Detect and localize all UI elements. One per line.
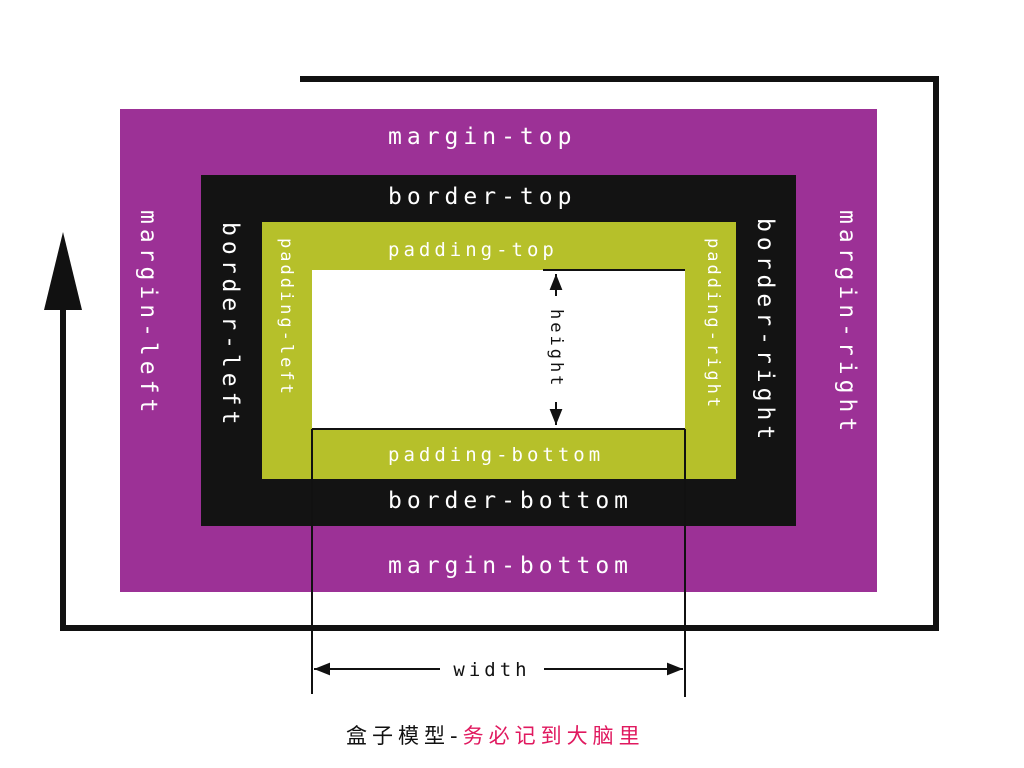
margin-right-label: margin-right (834, 210, 860, 437)
border-left-label: border-left (217, 222, 243, 430)
caption-main: 盒子模型- (346, 724, 463, 748)
content-area (312, 270, 685, 429)
margin-top-label: margin-top (388, 124, 577, 150)
flow-arrow-head-icon (44, 232, 82, 310)
padding-right-label: padding-right (703, 238, 723, 411)
border-bottom-label: border-bottom (388, 488, 634, 514)
margin-bottom-label: margin-bottom (388, 553, 634, 579)
width-label: width (440, 658, 544, 682)
padding-left-label: padding-left (276, 238, 296, 397)
caption-accent: 务必记到大脑里 (462, 724, 645, 748)
padding-bottom-label: padding-bottom (388, 444, 605, 466)
padding-top-label: padding-top (388, 239, 558, 261)
height-label: height (544, 296, 568, 402)
margin-left-label: margin-left (135, 210, 161, 418)
diagram-caption: 盒子模型-务必记到大脑里 (346, 720, 645, 750)
border-right-label: border-right (752, 218, 778, 445)
flow-arrow-line (60, 76, 939, 631)
border-top-label: border-top (388, 184, 577, 210)
